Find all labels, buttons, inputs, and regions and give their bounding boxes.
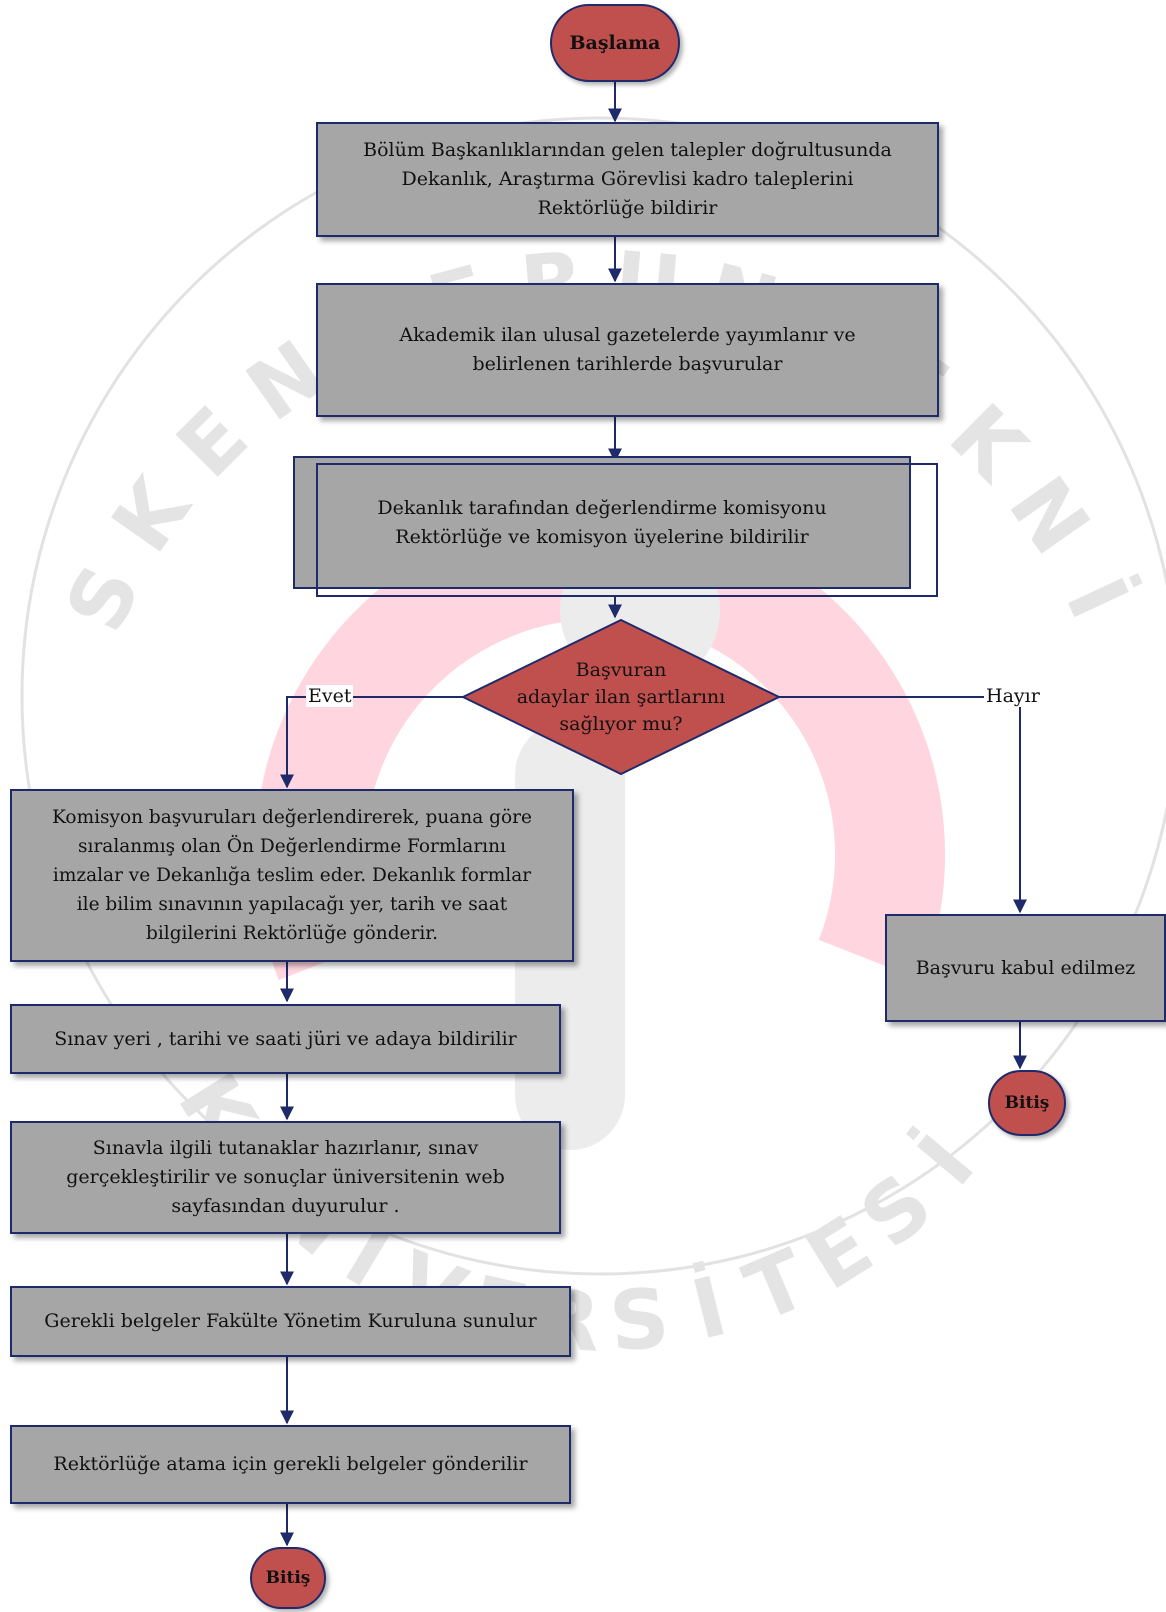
step-akademik-ilan: Akademik ilan ulusal gazetelerde yayımla… <box>316 283 939 417</box>
step-degerlendirme-frame <box>316 463 938 597</box>
end-terminal-yes: Bitiş <box>250 1547 326 1609</box>
watermark-letter: S <box>606 1271 673 1371</box>
decision-text-line: Başvuran <box>576 659 667 681</box>
step-komisyon-degerlendirme: Komisyon başvuruları değerlendirerek, pu… <box>10 789 574 962</box>
decision-diamond <box>460 618 782 776</box>
yes-label: Evet <box>306 685 354 707</box>
start-terminal: Başlama <box>550 4 680 82</box>
end-terminal-no: Bitiş <box>988 1070 1066 1136</box>
step-fakulte-yonetim: Gerekli belgeler Fakülte Yönetim Kurulun… <box>10 1286 571 1357</box>
arrow-no-branch <box>779 696 1027 914</box>
no-label: Hayır <box>984 685 1042 707</box>
step-degerlendirme-komisyonu: Dekanlık tarafından değerlendirme komisy… <box>293 456 911 589</box>
decision-text-line: adaylar ilan şartlarını <box>517 686 726 708</box>
arrow-yes-branch <box>280 696 463 789</box>
step-sinav-bildirim: Sınav yeri , tarihi ve saati jüri ve ada… <box>10 1004 561 1074</box>
step-basvuru-red: Başvuru kabul edilmez <box>885 914 1166 1022</box>
watermark-ring <box>20 116 1166 1276</box>
step-rektorluge-atama: Rektörlüğe atama için gerekli belgeler g… <box>10 1425 571 1504</box>
step-kadro-talepleri: Bölüm Başkanlıklarından gelen talepler d… <box>316 122 939 237</box>
decision-text: Başvuran adaylar ilan şartlarını sağlıyor … <box>517 659 726 735</box>
decision-text-line: sağlıyor mu? <box>559 713 682 735</box>
step-sinav-tutanak: Sınavla ilgili tutanaklar hazırlanır, sı… <box>10 1121 561 1234</box>
